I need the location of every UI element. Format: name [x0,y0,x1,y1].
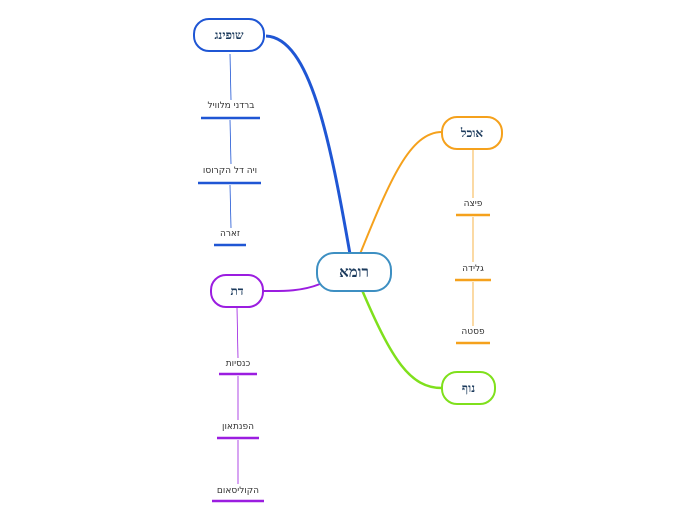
leaf-food-3-label: פסטה [461,327,485,337]
connector-root-shopping [265,34,352,255]
leaf-food-2[interactable]: גלידה [462,264,484,274]
root-node[interactable]: רומא [316,252,392,292]
branch-node-shopping[interactable]: שופינג [193,18,265,52]
leaf-shopping-2-label: ויה דל הקרוסו [202,166,258,176]
leaf-food-2-label: גלידה [462,264,484,274]
leaf-religion-1[interactable]: כנסיות [226,359,251,369]
leaf-religion-3[interactable]: הקוליסאום [217,486,259,496]
leaf-religion-3-label: הקוליסאום [216,486,260,496]
leaf-religion-2[interactable]: הפנתאון [222,422,254,432]
connector-shopping-item-1 [229,53,232,101]
leaf-shopping-3-label: זארה [219,229,241,239]
leaf-shopping-2[interactable]: ויה דל הקרוסו [203,166,257,176]
leaf-shopping-3[interactable]: זארה [220,229,240,239]
connector-root-food [359,131,443,255]
connector-shopping-item-3 [229,184,232,229]
branch-node-view-label: נוף [461,380,476,395]
root-node-label: רומא [339,262,369,281]
connector-root-religion [263,283,321,293]
leaf-religion-2-label: הפנתאון [222,422,254,432]
branch-node-religion-label: דת [230,283,244,298]
connector-shopping-item-2 [229,119,232,165]
branch-node-food-label: אוכל [460,125,484,140]
connector-root-view [360,289,443,390]
leaf-food-1[interactable]: פיצה [464,199,483,209]
branch-node-shopping-label: שופינג [214,27,244,42]
leaf-food-1-label: פיצה [463,199,483,209]
leaf-shopping-1-label: ברדני מלוויל [207,101,255,111]
branch-node-religion[interactable]: דת [210,274,264,308]
branch-node-food[interactable]: אוכל [441,116,503,150]
leaf-shopping-1[interactable]: ברדני מלוויל [208,101,255,111]
branch-node-view[interactable]: נוף [441,371,496,405]
connector-religion-item-1 [236,307,239,359]
leaf-religion-1-label: כנסיות [225,359,251,369]
leaf-food-3[interactable]: פסטה [461,327,484,337]
